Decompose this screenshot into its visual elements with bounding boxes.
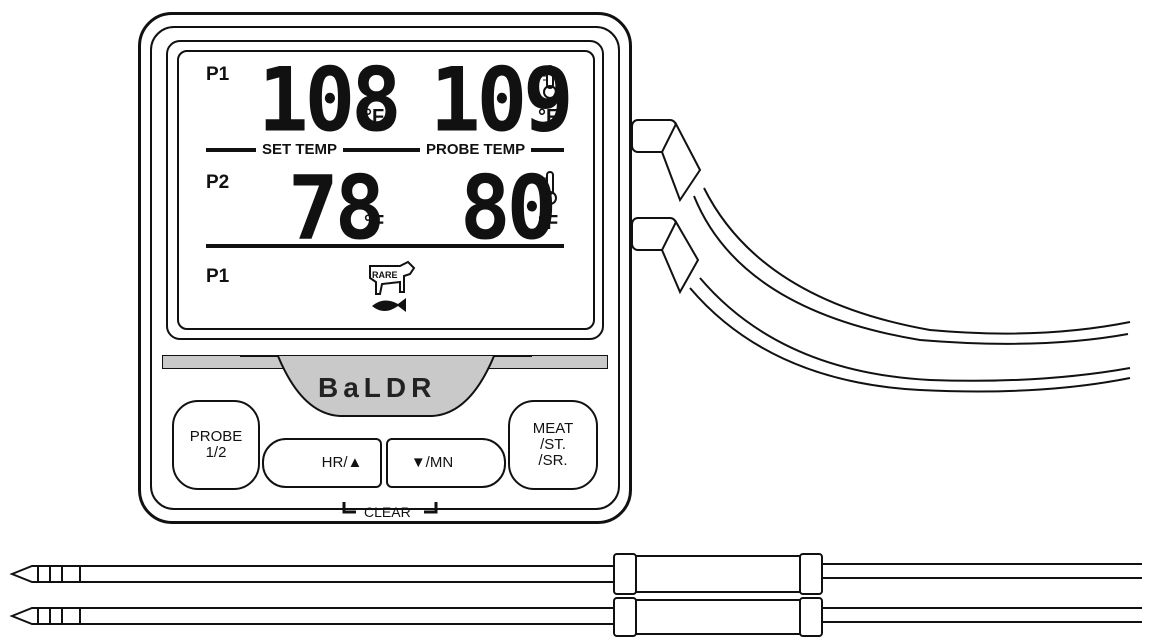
meat-tag-text: RARE	[372, 270, 398, 280]
probe1-set-temp: 108	[258, 48, 402, 152]
down-minute-button[interactable]: ▼/MN	[386, 438, 506, 488]
probe2-set-temp: 78	[288, 156, 385, 260]
probe-cables	[631, 119, 1131, 393]
probe-selection-label: P1	[206, 266, 230, 287]
probe2-probe-unit: °F	[538, 212, 559, 234]
set-temp-label: SET TEMP	[256, 141, 344, 158]
probe2-label: P2	[206, 172, 230, 193]
probe-switch-button[interactable]: PROBE 1/2	[172, 400, 260, 490]
clear-bracket	[342, 502, 438, 514]
hour-up-button[interactable]: HR/▲	[262, 438, 382, 488]
lcd-screen	[177, 50, 595, 330]
probe1-set-unit: °F	[364, 106, 385, 128]
meat-select-button[interactable]: MEAT /ST. /SR.	[508, 400, 598, 490]
probe2-set-unit: °F	[364, 212, 385, 234]
probe1-probe-unit: °F	[538, 106, 559, 128]
probe1-probe-temp: 109	[430, 48, 574, 152]
clear-label: CLEAR	[364, 504, 411, 520]
divider-line-1	[206, 148, 564, 152]
probe2-probe-temp: 80	[460, 156, 557, 260]
thermometer-icon	[543, 171, 557, 205]
logo-panel	[240, 355, 532, 417]
thermometer-icon	[543, 65, 557, 99]
fish-icon	[372, 298, 406, 312]
probe-temp-label: PROBE TEMP	[420, 141, 532, 158]
divider-line-2	[206, 244, 564, 248]
probe1-label: P1	[206, 64, 230, 85]
cow-icon: RARE	[369, 260, 416, 312]
probe-icon	[9, 553, 1142, 637]
device-inner-frame	[150, 26, 620, 510]
lcd-bezel	[166, 40, 604, 340]
brand-logo: BaLDR	[318, 372, 437, 403]
